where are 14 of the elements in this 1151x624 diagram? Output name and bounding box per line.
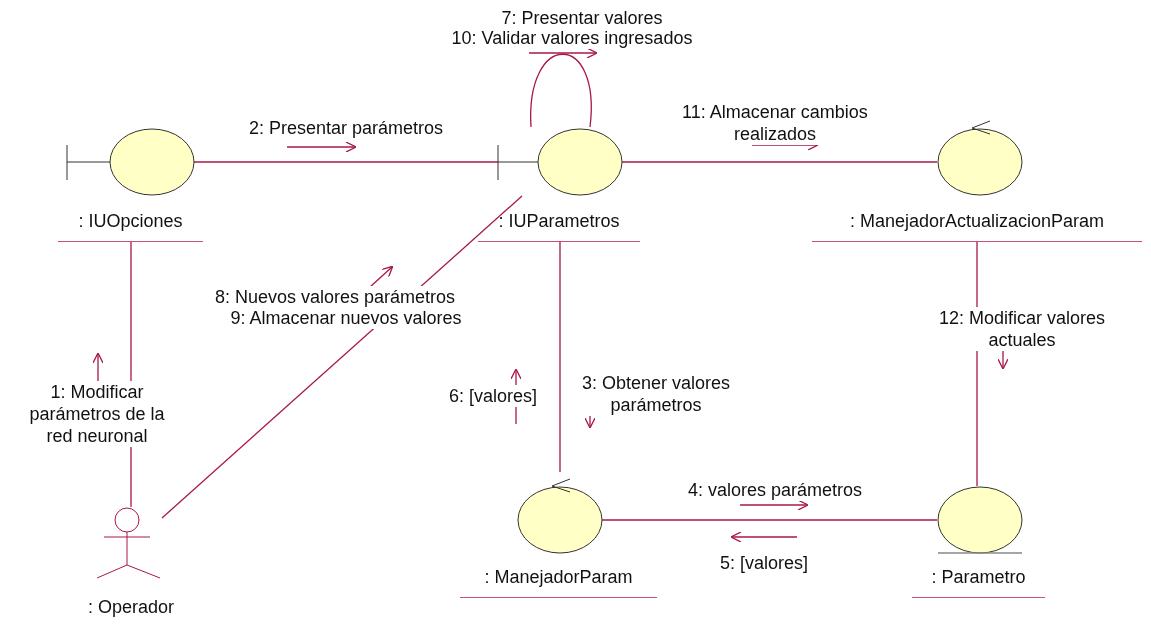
link-line [601,519,938,521]
message-label: 9: Almacenar nuevos valores [228,307,464,329]
object-name: : ManejadorParam [460,567,657,598]
message-label: 6: [valores] [447,385,539,407]
link-line [559,241,561,473]
object-name: : IUParametros [478,211,640,242]
link-line [193,161,499,163]
object-name: : Parametro [912,567,1045,598]
link-line [621,161,938,163]
object-name: : IUOpciones [58,211,203,242]
object-name: : Operador [86,597,175,618]
message-label: 8: Nuevos valores parámetros [212,286,458,308]
self-link-loop [530,53,592,128]
object-name: : ManejadorActualizacionParam [812,211,1142,242]
